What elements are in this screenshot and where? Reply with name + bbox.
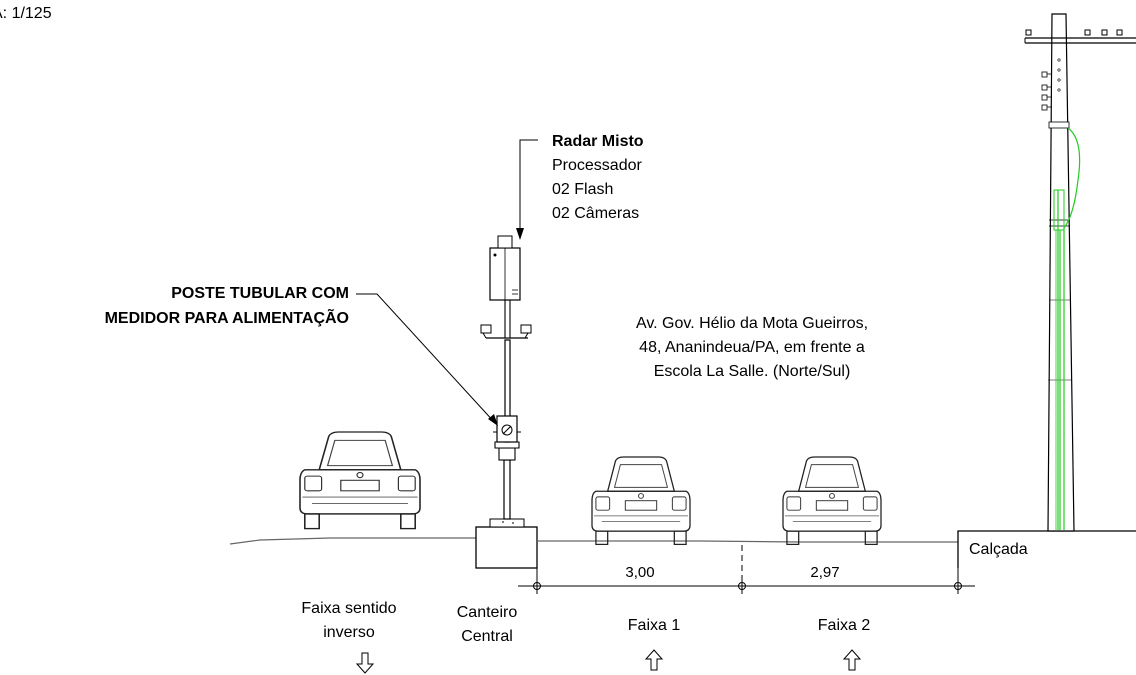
radar-pole xyxy=(480,235,532,528)
pole-label-line-2: MEDIDOR PARA ALIMENTAÇÃO xyxy=(105,307,349,327)
dimension-lane-1: 3,00 xyxy=(625,564,654,581)
arrow-down-icon xyxy=(356,652,374,674)
car-lane-2 xyxy=(782,456,882,546)
utility-pole xyxy=(1024,13,1136,532)
radar-leader xyxy=(516,139,538,240)
zone-lane-2: Faixa 2 xyxy=(818,617,871,634)
address-line-3: Escola La Salle. (Norte/Sul) xyxy=(654,363,851,380)
arrow-up-icon xyxy=(843,649,861,671)
zone-median-line-1: Canteiro xyxy=(457,604,518,621)
pole-label-line-1: POSTE TUBULAR COM xyxy=(171,285,349,302)
median-curb xyxy=(475,526,538,569)
car-inverse-lane xyxy=(299,431,421,530)
radar-line-processor: Processador xyxy=(552,157,642,174)
radar-line-cameras: 02 Câmeras xyxy=(552,205,639,222)
radar-title: Radar Misto xyxy=(552,133,644,150)
zone-lane-1: Faixa 1 xyxy=(628,617,681,634)
dimension-line xyxy=(518,545,975,595)
pole-leader xyxy=(356,293,498,426)
car-lane-1 xyxy=(591,456,691,546)
sidewalk-block xyxy=(957,530,1136,568)
ground-profile xyxy=(229,526,1136,569)
arrow-up-icon xyxy=(645,649,663,671)
sidewalk-label: Calçada xyxy=(969,541,1028,558)
radar-line-flash: 02 Flash xyxy=(552,181,613,198)
power-cable xyxy=(1053,127,1081,530)
zone-inverse-line-2: inverso xyxy=(323,624,375,641)
zone-median-line-2: Central xyxy=(461,628,513,645)
zone-inverse-line-1: Faixa sentido xyxy=(301,600,396,617)
scale-label: A: 1/125 xyxy=(0,5,52,22)
meter-box xyxy=(496,415,518,443)
address-line-1: Av. Gov. Hélio da Mota Gueirros, xyxy=(636,315,868,332)
dimension-lane-2: 2,97 xyxy=(810,564,839,581)
address-line-2: 48, Ananindeua/PA, em frente a xyxy=(639,339,865,356)
